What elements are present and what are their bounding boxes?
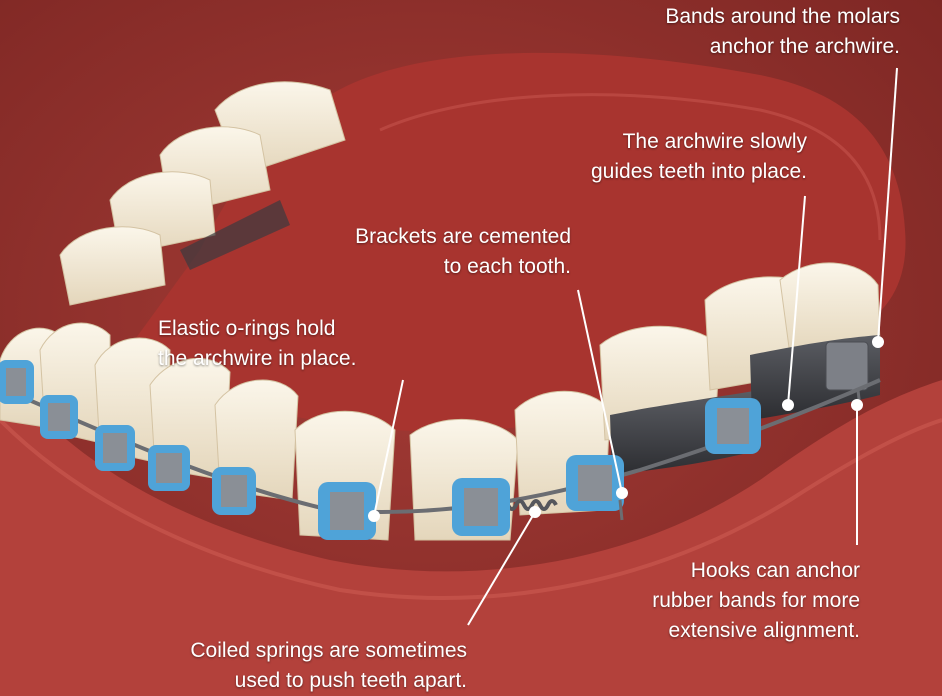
label-brackets: Brackets are cemented to each tooth. xyxy=(270,222,571,282)
lower-gum xyxy=(0,370,942,696)
label-o-rings: Elastic o-rings hold the archwire in pla… xyxy=(158,314,356,374)
label-molar-bands-line1: Bands around the molars xyxy=(665,5,900,28)
label-archwire: The archwire slowly guides teeth into pl… xyxy=(480,127,807,187)
hook-1 xyxy=(618,499,624,521)
molar-band-buccal-tube xyxy=(825,341,869,391)
upper-teeth xyxy=(59,81,346,306)
label-hooks: Hooks can anchor rubber bands for more e… xyxy=(560,556,860,646)
label-hooks-line2: rubber bands for more xyxy=(652,589,860,612)
tongue-highlight xyxy=(379,93,882,241)
label-brackets-line2: to each tooth. xyxy=(443,255,571,278)
gum-ridge xyxy=(0,418,942,600)
label-archwire-line2: guides teeth into place. xyxy=(591,160,807,183)
leader-lines xyxy=(368,67,898,626)
label-coiled-springs: Coiled springs are sometimes used to pus… xyxy=(100,636,467,696)
label-hooks-line3: extensive alignment. xyxy=(668,619,860,642)
label-molar-bands-line2: anchor the archwire. xyxy=(709,35,900,58)
label-coiled-springs-line2: used to push teeth apart. xyxy=(234,669,467,692)
label-hooks-line1: Hooks can anchor xyxy=(690,559,860,582)
label-brackets-line1: Brackets are cemented xyxy=(355,225,571,248)
label-archwire-line1: The archwire slowly xyxy=(622,130,807,153)
label-o-rings-line1: Elastic o-rings hold xyxy=(158,317,336,340)
brackets xyxy=(0,360,761,540)
label-molar-bands: Bands around the molars anchor the archw… xyxy=(540,2,900,62)
label-coiled-springs-line1: Coiled springs are sometimes xyxy=(190,639,467,662)
label-o-rings-line2: the archwire in place. xyxy=(158,347,357,370)
